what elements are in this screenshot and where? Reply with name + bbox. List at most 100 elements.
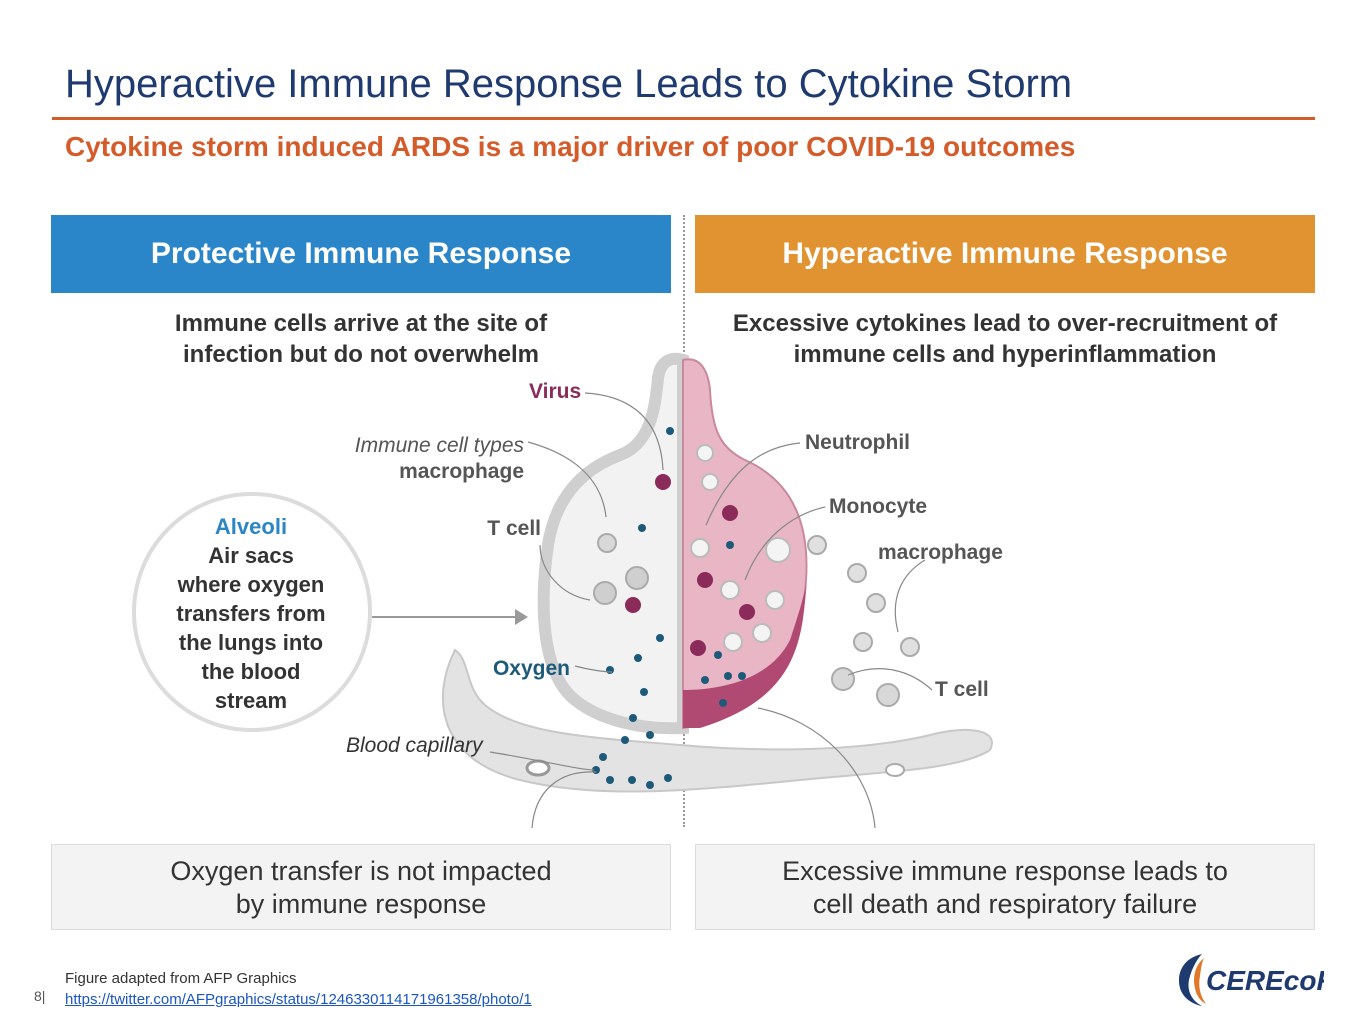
virus-particle: [690, 640, 706, 656]
protective-outcome-line: by immune response: [235, 889, 487, 919]
oxygen-dot: [666, 427, 674, 435]
capillary-cell: [885, 763, 905, 777]
leader-line: [489, 751, 595, 771]
oxygen-dot: [726, 541, 734, 549]
alveoli-callout-line: Air sacs: [208, 543, 294, 568]
alveoli-callout-line: the blood: [201, 659, 301, 684]
alveoli-callout-circle: [132, 492, 372, 732]
slide-subtitle: Cytokine storm induced ARDS is a major d…: [65, 131, 1076, 162]
immune-cell: [900, 637, 920, 657]
blood-capillary-shape: [441, 648, 993, 793]
capillary-cell: [525, 759, 551, 777]
virus-particle: [739, 604, 755, 620]
macrophage-right-label: macrophage: [878, 541, 1003, 564]
immune-cell: [625, 566, 649, 590]
immune-cell: [853, 632, 873, 652]
oxygen-dot: [606, 776, 614, 784]
immune-cell: [723, 632, 743, 652]
oxygen-dot: [738, 672, 746, 680]
immune-cell: [807, 535, 827, 555]
protective-response-header: Protective Immune Response: [51, 215, 671, 293]
hyperactive-outcome-box: Excessive immune response leads to cell …: [695, 844, 1315, 930]
oxygen-dot: [628, 776, 636, 784]
oxygen-dot: [656, 634, 664, 642]
oxygen-dot: [664, 774, 672, 782]
oxygen-dot: [634, 654, 642, 662]
page-number: 8|: [34, 988, 46, 1004]
protective-response-header-label: Protective Immune Response: [150, 237, 572, 270]
logo-wordmark: CEREcoR: [1206, 965, 1324, 996]
leader-line: [584, 392, 664, 471]
protective-outcome-line: Oxygen transfer is not impacted: [170, 856, 552, 886]
virus-particle: [625, 597, 641, 613]
virus-label: Virus: [529, 380, 581, 403]
macrophage-left-label: macrophage: [399, 460, 524, 483]
oxygen-dot: [599, 753, 607, 761]
hyperactive-response-header-label: Hyperactive Immune Response: [782, 237, 1228, 270]
protective-description-line: infection but do not overwhelm: [183, 341, 539, 368]
t-cell-left-label: T cell: [487, 517, 541, 540]
protective-description: Immune cells arrive at the site of infec…: [51, 308, 671, 370]
leader-line: [705, 442, 801, 526]
oxygen-dot: [638, 524, 646, 532]
bracket-line: [757, 707, 876, 829]
bracket-line: [531, 771, 597, 829]
oxygen-dot: [646, 731, 654, 739]
immune-cell: [876, 683, 900, 707]
alveoli-callout-text: Alveoli Air sacs where oxygen transfers …: [140, 512, 362, 715]
oxygen-dot: [621, 736, 629, 744]
immune-cell: [752, 623, 772, 643]
inflamed-tissue-edge: [683, 580, 806, 728]
blood-capillary-label: Blood capillary: [346, 734, 484, 757]
oxygen-dot: [724, 672, 732, 680]
leader-line: [527, 441, 607, 518]
immune-cell: [593, 581, 617, 605]
oxygen-label: Oxygen: [493, 657, 570, 680]
immune-cell: [765, 537, 791, 563]
protective-description-line: Immune cells arrive at the site of: [174, 310, 548, 337]
oxygen-dot: [606, 666, 614, 674]
logo-swoosh-icon: [1178, 954, 1202, 1006]
hyperactive-outcome-line: cell death and respiratory failure: [812, 889, 1198, 919]
alveoli-callout-line: where oxygen: [177, 572, 325, 597]
callout-arrowhead: [515, 609, 528, 625]
hyperactive-description-line: immune cells and hyperinflammation: [793, 341, 1217, 368]
oxygen-dot: [701, 676, 709, 684]
leader-line: [574, 665, 613, 673]
virus-particle: [697, 572, 713, 588]
oxygen-dot: [646, 781, 654, 789]
hyperactive-description-line: Excessive cytokines lead to over-recruit…: [732, 310, 1278, 337]
alveoli-callout-line: transfers from: [176, 601, 326, 626]
leader-line: [847, 668, 933, 691]
immune-cell: [866, 593, 886, 613]
source-link[interactable]: https://twitter.com/AFPgraphics/status/1…: [65, 991, 532, 1008]
immune-cell: [765, 590, 785, 610]
oxygen-dot: [629, 714, 637, 722]
alveoli-callout-title: Alveoli: [214, 514, 288, 539]
immune-cell: [847, 563, 867, 583]
alveoli-callout-line: stream: [214, 688, 288, 713]
immune-cell: [696, 444, 714, 462]
protective-outcome-box: Oxygen transfer is not impacted by immun…: [51, 844, 671, 930]
source-footnote: Figure adapted from AFP Graphics https:/…: [65, 968, 532, 1010]
oxygen-dot: [719, 699, 727, 707]
oxygen-dot: [640, 688, 648, 696]
oxygen-dot: [714, 651, 722, 659]
immune-cell-types-label: Immune cell types: [355, 434, 525, 457]
alveoli-callout-line: the lungs into: [178, 630, 324, 655]
title-underline: [52, 117, 1315, 120]
hyperactive-description: Excessive cytokines lead to over-recruit…: [695, 308, 1315, 370]
leader-line: [894, 559, 926, 633]
footnote-text: Figure adapted from AFP Graphics: [65, 970, 297, 987]
immune-cell: [597, 533, 617, 553]
leader-line: [539, 544, 591, 601]
virus-particle: [722, 505, 738, 521]
slide-title: Hyperactive Immune Response Leads to Cyt…: [65, 62, 1073, 106]
immune-cell: [720, 580, 740, 600]
hyperactive-response-header: Hyperactive Immune Response: [695, 215, 1315, 293]
t-cell-right-label: T cell: [935, 678, 989, 701]
monocyte-label: Monocyte: [829, 495, 927, 518]
hyperactive-outcome-line: Excessive immune response leads to: [782, 856, 1228, 886]
cerecor-logo: CEREcoR: [1178, 954, 1324, 1006]
